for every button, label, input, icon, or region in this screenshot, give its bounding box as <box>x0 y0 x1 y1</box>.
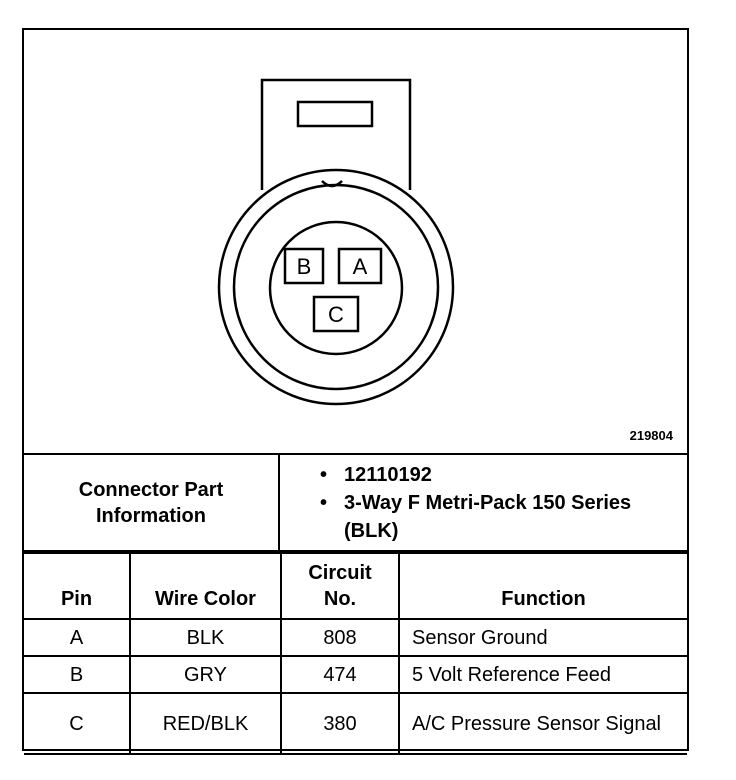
row-pin: C <box>24 692 131 755</box>
row-circuit: 380 <box>280 692 400 755</box>
row-wire-color: GRY <box>129 655 282 694</box>
part-number: 12110192 <box>320 461 687 489</box>
header-wire-color: Wire Color <box>129 552 282 620</box>
table-row: A BLK 808 Sensor Ground <box>24 618 687 657</box>
connector-outer-ring <box>217 168 455 406</box>
row-wire-color: RED/BLK <box>129 692 282 755</box>
connector-inner-ring <box>232 183 440 391</box>
connector-latch <box>260 78 412 190</box>
connector-face <box>268 220 404 356</box>
header-function: Function <box>398 552 687 620</box>
key-notch <box>321 180 343 188</box>
cavity-b <box>283 247 325 285</box>
row-pin: A <box>24 618 131 657</box>
connector-drawing: B A C <box>217 78 455 406</box>
pin-label-b: B <box>297 254 312 279</box>
table-row: B GRY 474 5 Volt Reference Feed <box>24 655 687 694</box>
table-row: C RED/BLK 380 A/C Pressure Sensor Signal <box>24 692 687 755</box>
part-info-label: Connector Part Information <box>24 453 280 552</box>
row-pin: B <box>24 655 131 694</box>
pin-table: Pin Wire Color Circuit No. Function A BL… <box>24 552 687 755</box>
row-circuit: 808 <box>280 618 400 657</box>
cavity-c <box>312 295 360 333</box>
row-circuit: 474 <box>280 655 400 694</box>
part-info-table: Connector Part Information 12110192 3-Wa… <box>24 453 687 552</box>
latch-window <box>296 100 374 128</box>
row-wire-color: BLK <box>129 618 282 657</box>
row-function: A/C Pressure Sensor Signal <box>398 692 687 755</box>
pin-label-c: C <box>328 302 344 327</box>
header-circuit: Circuit No. <box>280 552 400 620</box>
pin-label-a: A <box>353 254 368 279</box>
part-info-values: 12110192 3-Way F Metri-Pack 150 Series (… <box>278 453 687 552</box>
pin-table-header: Pin Wire Color Circuit No. Function <box>24 552 687 620</box>
header-pin: Pin <box>24 552 131 620</box>
figure-id: 219804 <box>629 428 673 443</box>
part-description: 3-Way F Metri-Pack 150 Series (BLK) <box>320 489 687 545</box>
row-function: Sensor Ground <box>398 618 687 657</box>
row-function: 5 Volt Reference Feed <box>398 655 687 694</box>
connector-sheet: B A C 219804 Connector Part Information … <box>22 28 689 755</box>
cavity-a <box>337 247 383 285</box>
